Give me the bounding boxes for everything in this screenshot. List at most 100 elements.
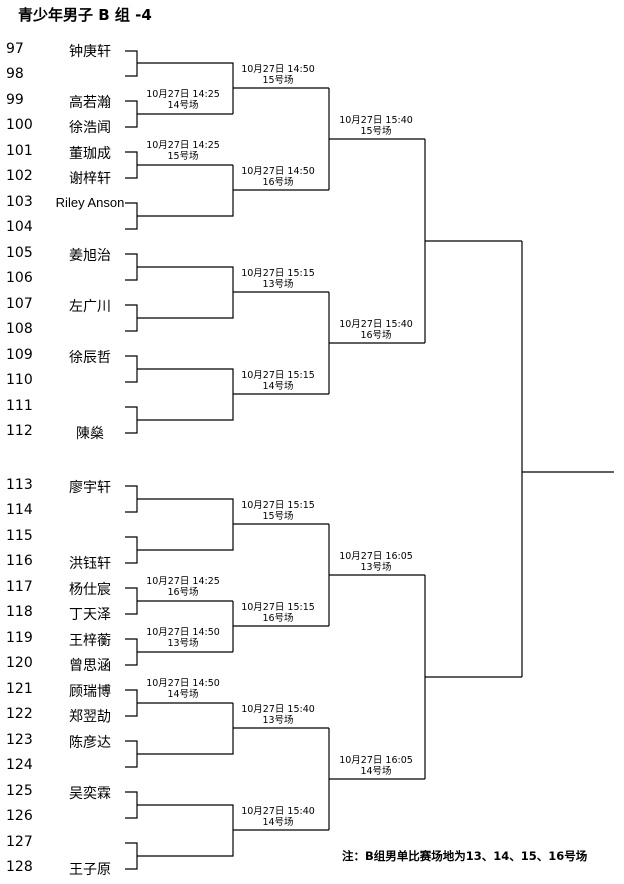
match-court: 15号场: [262, 511, 294, 522]
bracket-r1-14: [125, 740, 148, 768]
seed-number: 99: [6, 92, 24, 108]
match-time: 10月27日 15:15: [241, 602, 315, 613]
bracket-r1-12: [125, 638, 233, 666]
player-name: 洪钰轩: [69, 556, 111, 572]
bracket-r1-7: [125, 355, 148, 383]
seed-number: 107: [6, 296, 33, 312]
match-court: 14号场: [262, 817, 294, 828]
seed-number: 117: [6, 579, 33, 595]
match-time: 10月27日 15:40: [241, 806, 315, 817]
seed-number: 118: [6, 604, 33, 620]
seed-number: 115: [6, 528, 33, 544]
player-name: 姜旭治: [69, 248, 111, 264]
match-court: 15号场: [167, 151, 199, 162]
venue-note: 注：B组男单比赛场地为13、14、15、16号场: [342, 849, 588, 863]
bracket-r2-6: [232, 601, 329, 652]
bracket-r2-7: [148, 703, 329, 755]
seed-number: 100: [6, 117, 33, 133]
bracket-r1-16: [125, 842, 148, 870]
player-name: 曾思涵: [69, 658, 111, 674]
match-time: 10月27日 16:05: [339, 551, 413, 562]
player-name: 吴奕霖: [69, 786, 111, 802]
seed-number: 127: [6, 834, 33, 850]
match-court: 14号场: [360, 766, 392, 777]
match-time: 10月27日 15:40: [339, 115, 413, 126]
seed-number: 124: [6, 757, 33, 773]
match-court: 13号场: [262, 279, 294, 290]
bracket-r2-1: [148, 62, 329, 114]
bracket-r1-6: [125, 304, 148, 332]
match-time: 10月27日 14:50: [146, 678, 220, 689]
seed-number: 101: [6, 143, 33, 159]
bracket-r4-1: [424, 139, 522, 343]
match-court: 16号场: [360, 330, 392, 341]
seed-number: 116: [6, 553, 33, 569]
bracket-r2-5: [148, 498, 329, 551]
bracket-r1-13: [125, 689, 233, 717]
bracket-r1-2: [125, 100, 233, 128]
bracket-r4-2: [424, 575, 522, 779]
seed-number: 98: [6, 66, 24, 82]
bracket-r2-4: [148, 368, 329, 421]
player-name: 杨仕宸: [69, 582, 111, 598]
match-court: 13号场: [167, 638, 199, 649]
player-name: 丁天泽: [69, 607, 111, 623]
player-name: 王梓蘅: [69, 633, 111, 649]
player-name: 陳燊: [76, 426, 104, 442]
match-time: 10月27日 14:25: [146, 576, 220, 587]
seed-number: 123: [6, 732, 33, 748]
match-time: 10月27日 16:05: [339, 755, 413, 766]
match-court: 14号场: [262, 381, 294, 392]
bracket-r3-1: [328, 88, 425, 190]
seed-number: 114: [6, 502, 33, 518]
bracket-r1-1: [125, 50, 148, 77]
bracket-r3-4: [328, 728, 425, 830]
seed-number: 122: [6, 706, 33, 722]
match-court: 14号场: [167, 689, 199, 700]
player-name: 左广川: [69, 299, 111, 315]
match-court: 16号场: [167, 587, 199, 598]
player-name: 王子原: [69, 862, 111, 878]
match-court: 15号场: [360, 126, 392, 137]
match-court: 13号场: [360, 562, 392, 573]
match-time: 10月27日 15:40: [241, 704, 315, 715]
seed-number: 104: [6, 219, 33, 235]
seed-number: 111: [6, 398, 33, 414]
player-name: 谢梓轩: [69, 171, 111, 187]
bracket-r1-15: [125, 791, 148, 819]
seed-number: 108: [6, 321, 33, 337]
match-time: 10月27日 14:50: [146, 627, 220, 638]
bracket-r3-3: [328, 524, 425, 626]
bracket-r1-10: [125, 536, 148, 564]
seed-number: 110: [6, 372, 33, 388]
match-time: 10月27日 15:15: [241, 370, 315, 381]
match-time: 10月27日 14:50: [241, 166, 315, 177]
seed-number: 125: [6, 783, 33, 799]
bracket-r1-5: [125, 253, 148, 281]
player-name: 郑翌劼: [69, 709, 111, 725]
seed-number: 109: [6, 347, 33, 363]
match-time: 10月27日 14:50: [241, 64, 315, 75]
player-name: Riley Anson: [55, 195, 125, 210]
seed-number: 102: [6, 168, 33, 184]
bracket-final: [521, 241, 614, 677]
seed-number: 105: [6, 245, 33, 261]
match-court: 15号场: [262, 75, 294, 86]
match-court: 14号场: [167, 100, 199, 111]
match-time: 10月27日 14:25: [146, 140, 220, 151]
player-name: 廖宇轩: [69, 480, 111, 496]
